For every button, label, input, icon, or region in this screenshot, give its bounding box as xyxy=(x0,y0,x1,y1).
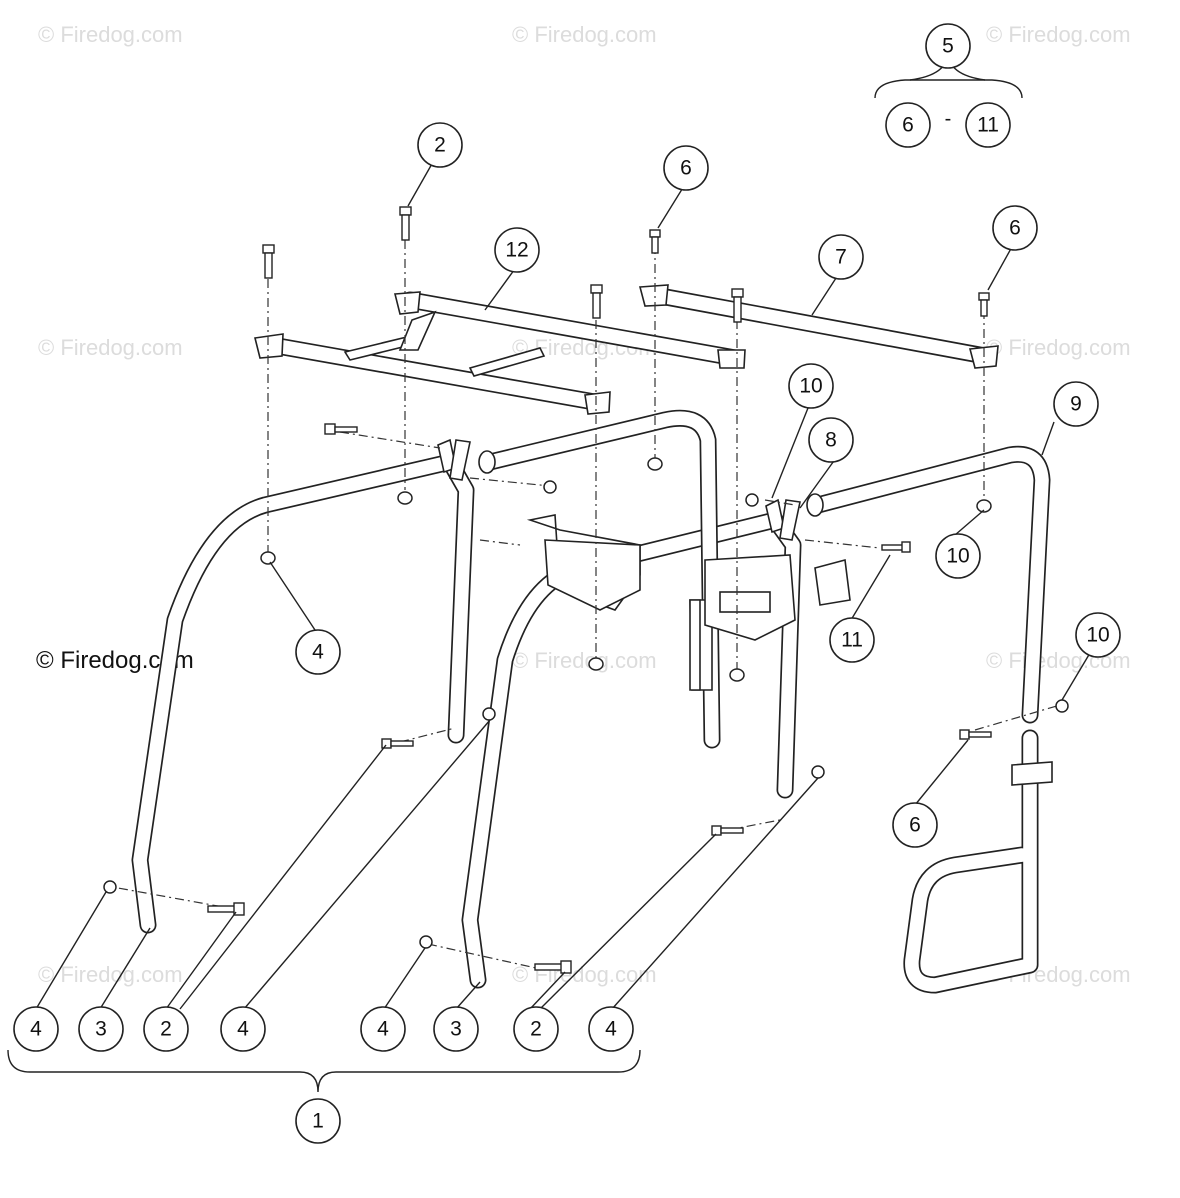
callout-6: 6 xyxy=(885,102,931,148)
svg-text:6: 6 xyxy=(680,157,692,180)
callout-12: 12 xyxy=(494,227,540,273)
callout-4: 4 xyxy=(360,1006,406,1052)
nut xyxy=(976,499,992,513)
nut xyxy=(260,551,276,565)
svg-text:4: 4 xyxy=(605,1018,617,1041)
nut xyxy=(419,935,433,949)
callout-3: 3 xyxy=(433,1006,479,1052)
braces xyxy=(7,79,1023,1093)
nut xyxy=(729,668,745,682)
nut xyxy=(1055,699,1069,713)
bolt xyxy=(649,229,661,254)
kit-brace xyxy=(874,79,1023,99)
watermark-text: © Firedog.com xyxy=(38,22,183,47)
front-roll-hoop-9 xyxy=(806,445,1053,994)
callout-10: 10 xyxy=(788,363,834,409)
callout-4: 4 xyxy=(13,1006,59,1052)
svg-text:1: 1 xyxy=(312,1110,324,1133)
watermark-text: © Firedog.com xyxy=(38,335,183,360)
svg-text:10: 10 xyxy=(946,545,969,568)
svg-text:6: 6 xyxy=(1009,217,1021,240)
callout-10: 10 xyxy=(1075,612,1121,658)
bolt xyxy=(731,288,744,323)
callout-4: 4 xyxy=(295,629,341,675)
bolt xyxy=(881,541,911,553)
nut xyxy=(647,457,663,471)
bolts xyxy=(207,206,992,974)
bolt xyxy=(590,284,603,319)
bolt xyxy=(381,738,414,749)
nut xyxy=(588,657,604,671)
callout-2: 2 xyxy=(417,122,463,168)
svg-text:5: 5 xyxy=(942,35,954,58)
watermarks: © Firedog.com © Firedog.com © Firedog.co… xyxy=(36,22,1131,987)
callout-5: 5 xyxy=(925,23,971,69)
svg-text:7: 7 xyxy=(835,246,847,269)
watermark-text: © Firedog.com xyxy=(512,648,657,673)
nut xyxy=(745,493,759,507)
brackets xyxy=(526,514,851,691)
svg-text:10: 10 xyxy=(799,375,822,398)
svg-text:6: 6 xyxy=(909,814,921,837)
svg-text:4: 4 xyxy=(312,641,324,664)
callout-8: 8 xyxy=(808,417,854,463)
callout-7: 7 xyxy=(818,234,864,280)
nut xyxy=(397,491,413,505)
svg-text:4: 4 xyxy=(377,1018,389,1041)
nut xyxy=(103,880,117,894)
watermark-text: © Firedog.com xyxy=(38,962,183,987)
svg-text:8: 8 xyxy=(825,429,837,452)
bolt xyxy=(959,729,992,740)
watermark-text: © Firedog.com xyxy=(512,22,657,47)
watermark-text: © Firedog.com xyxy=(986,335,1131,360)
rear-roll-hoop xyxy=(131,438,475,934)
nut xyxy=(811,765,825,779)
svg-text:3: 3 xyxy=(450,1018,462,1041)
bolt xyxy=(262,244,275,279)
nut xyxy=(543,480,557,494)
callout-1: 1 xyxy=(295,1098,341,1144)
callout-6: 6 xyxy=(663,145,709,191)
callout-6: 6 xyxy=(892,802,938,848)
svg-text:11: 11 xyxy=(841,629,863,652)
callout-11: 11 xyxy=(965,102,1011,148)
callout-2: 2 xyxy=(513,1006,559,1052)
bolt xyxy=(711,825,744,836)
nut xyxy=(482,707,496,721)
nuts xyxy=(103,457,1069,949)
svg-text:6: 6 xyxy=(902,114,914,137)
svg-text:2: 2 xyxy=(160,1018,172,1041)
svg-text:2: 2 xyxy=(434,134,446,157)
svg-text:12: 12 xyxy=(505,239,528,262)
watermark-text: © Firedog.com xyxy=(986,22,1131,47)
callout-2: 2 xyxy=(143,1006,189,1052)
svg-text:3: 3 xyxy=(95,1018,107,1041)
bolt xyxy=(399,206,412,241)
svg-text:10: 10 xyxy=(1086,624,1109,647)
callout-3: 3 xyxy=(78,1006,124,1052)
cross-tube-7 xyxy=(638,284,999,369)
assembly-brace xyxy=(7,1049,641,1093)
svg-text:9: 9 xyxy=(1070,393,1082,416)
leader-lines xyxy=(35,51,1091,1010)
alignment-lines xyxy=(117,240,1061,971)
bolt xyxy=(207,902,245,916)
svg-text:4: 4 xyxy=(237,1018,249,1041)
svg-text:11: 11 xyxy=(977,114,999,137)
cross-brace-12 xyxy=(254,291,746,415)
callout-4: 4 xyxy=(220,1006,266,1052)
callout-9: 9 xyxy=(1053,381,1099,427)
callout-11: 11 xyxy=(829,617,875,663)
svg-text:2: 2 xyxy=(530,1018,542,1041)
range-separator: - xyxy=(945,108,952,130)
bolt xyxy=(534,960,572,974)
bolt xyxy=(324,423,358,435)
bolt xyxy=(978,292,990,317)
callout-10: 10 xyxy=(935,533,981,579)
callout-4: 4 xyxy=(588,1006,634,1052)
callout-6: 6 xyxy=(992,205,1038,251)
svg-text:4: 4 xyxy=(30,1018,42,1041)
